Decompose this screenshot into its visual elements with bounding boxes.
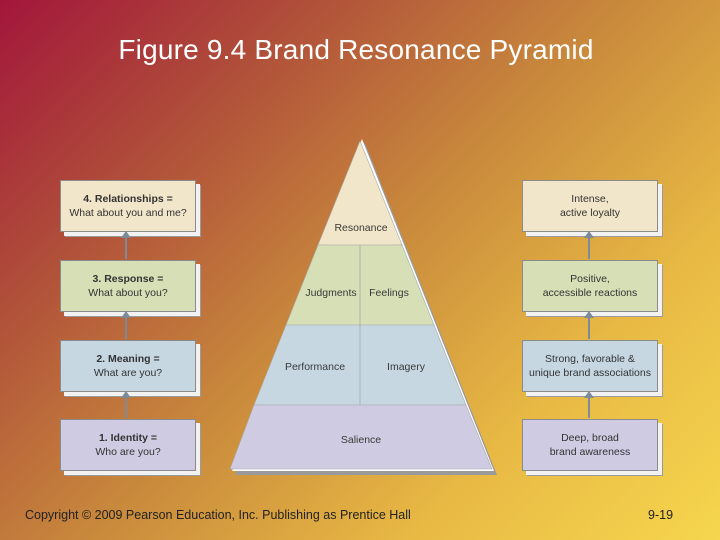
copyright-text: Copyright © 2009 Pearson Education, Inc.… <box>25 508 411 522</box>
response-box: 3. Response = What about you? <box>60 260 196 312</box>
reactions-box: Positive, accessible reactions <box>522 260 658 312</box>
left-arrow-up <box>121 391 131 418</box>
relationships-label: 4. Relationships = <box>83 193 173 205</box>
feelings-label: Feelings <box>369 287 409 299</box>
right-arrow-up <box>584 231 594 259</box>
reactions-line2: accessible reactions <box>542 287 638 299</box>
loyalty-line2: active loyalty <box>559 207 621 219</box>
identity-question: Who are you? <box>95 446 161 458</box>
slide-title: Figure 9.4 Brand Resonance Pyramid <box>118 34 594 65</box>
left-arrow-up <box>121 311 131 339</box>
response-question: What about you? <box>88 287 168 299</box>
identity-label: 1. Identity = <box>98 432 158 444</box>
imagery-label: Imagery <box>387 361 426 373</box>
awareness-line1: Deep, broad <box>561 432 619 444</box>
relationships-question: What about you and me? <box>69 207 187 219</box>
response-label: 3. Response = <box>92 273 164 285</box>
relationships-box: 4. Relationships = What about you and me? <box>60 180 196 232</box>
loyalty-line1: Intense, <box>571 193 609 205</box>
salience-tier <box>229 404 493 470</box>
meaning-box: 2. Meaning = What are you? <box>60 340 196 392</box>
meaning-question: What are you? <box>93 367 163 379</box>
performance-label: Performance <box>285 361 345 373</box>
identity-box: 1. Identity = Who are you? <box>60 419 196 471</box>
reactions-line1: Positive, <box>570 273 610 285</box>
associations-box: Strong, favorable & unique brand associat… <box>522 340 658 392</box>
associations-line2: unique brand associations <box>528 367 651 379</box>
meaning-label: 2. Meaning = <box>96 353 160 365</box>
right-arrow-up <box>584 391 594 418</box>
loyalty-box: Intense, active loyalty <box>522 180 658 232</box>
judgments-label: Judgments <box>305 287 356 299</box>
right-arrow-up <box>584 311 594 339</box>
resonance-label: Resonance <box>334 222 387 234</box>
salience-label: Salience <box>341 434 381 446</box>
associations-line1: Strong, favorable & <box>545 353 635 365</box>
awareness-line2: brand awareness <box>549 446 631 458</box>
page-number: 9-19 <box>648 508 674 522</box>
left-arrow-up <box>121 231 131 259</box>
awareness-box: Deep, broad brand awareness <box>522 419 658 471</box>
